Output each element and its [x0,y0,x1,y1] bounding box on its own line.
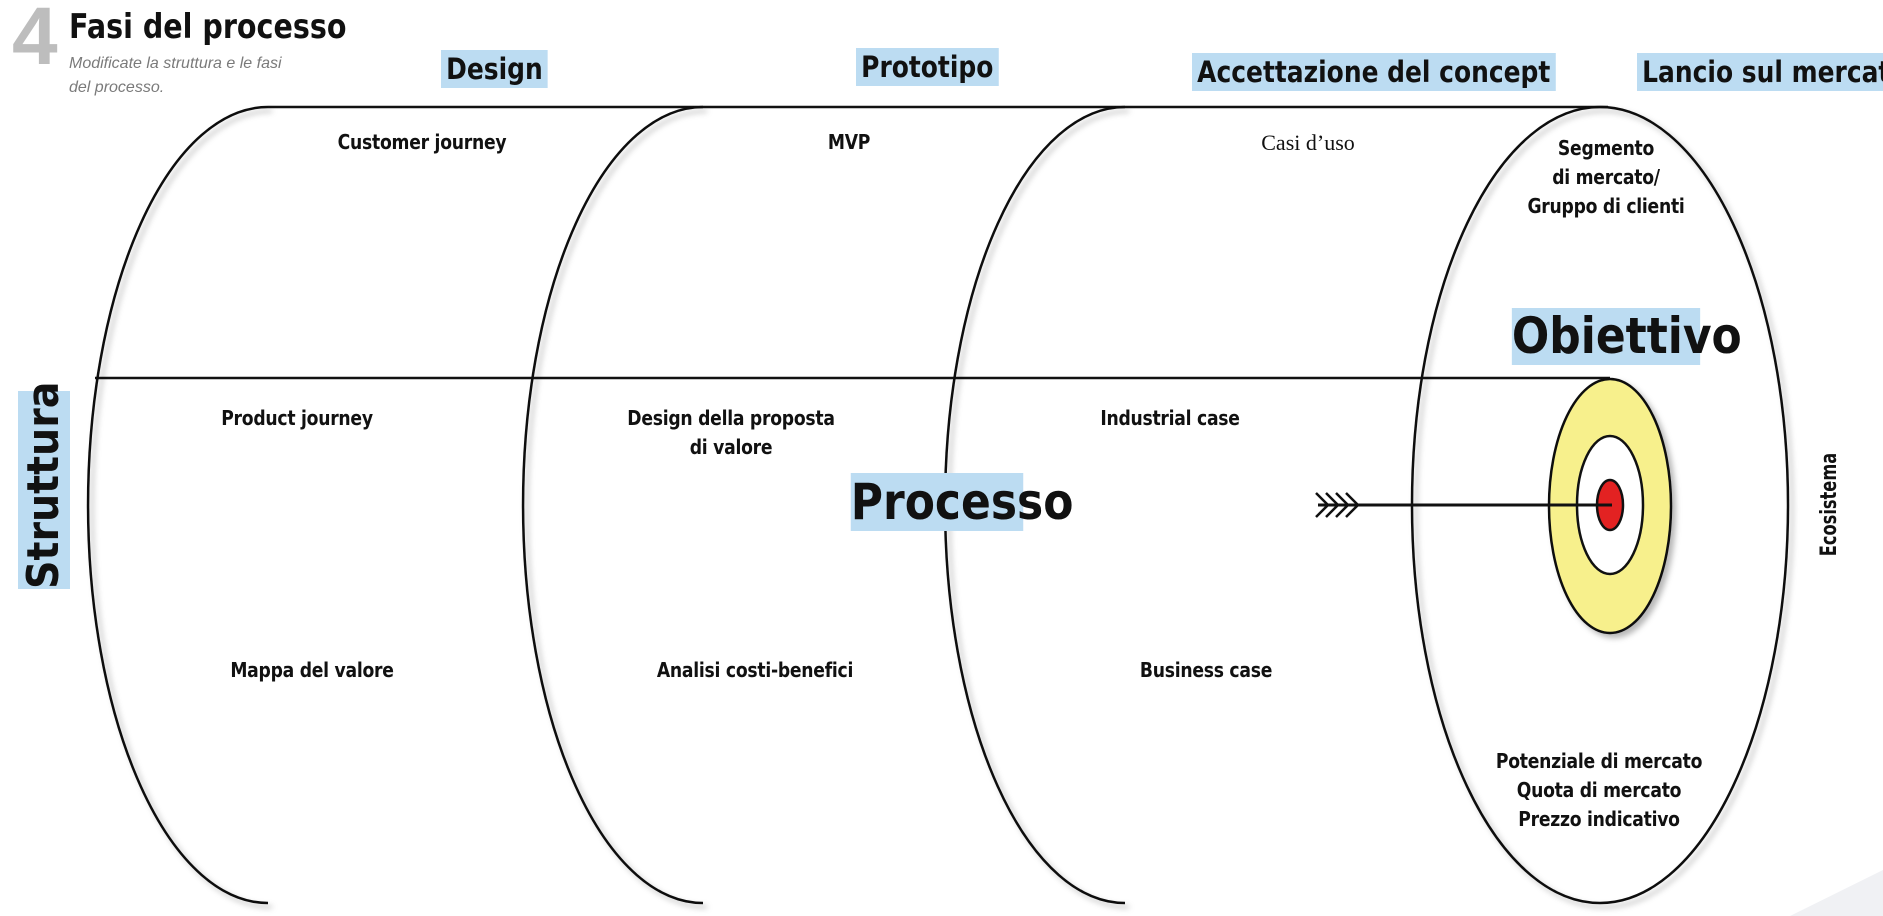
step-number: 4 [12,0,58,82]
cell-casi-uso: Casi d’uso [1261,130,1355,155]
page-subtitle-line-1: Modificate la struttura e le fasi [69,55,282,72]
axis-label-obiettivo: Obiettivo [1511,307,1742,365]
phase-label-prototipo: Prototipo [856,48,999,86]
page-title: Fasi del processo [69,7,347,47]
cell-segmento-mercato: Segmento di mercato/ Gruppo di clienti [1527,136,1685,218]
cell-product-journey: Product journey [221,406,373,430]
cell-mvp: MVP [827,130,871,154]
cell-design-proposta-valore: Design della proposta di valore [627,406,835,459]
cell-mappa-del-valore: Mappa del valore [230,658,394,682]
phase-label-design: Design [441,50,548,88]
axis-label-processo: Processo [850,473,1074,531]
cell-industrial-case: Industrial case [1100,406,1240,430]
axis-label-ecosistema: Ecosistema [1817,452,1842,557]
cell-potenziale-mercato: Potenziale di mercato Quota di mercato P… [1495,749,1703,831]
axis-label-struttura: Struttura [18,381,70,589]
cell-business-case: Business case [1139,658,1273,682]
phase-label-lancio: Lancio sul mercato [1637,53,1883,91]
phase-arc-design [86,105,269,905]
phase-label-concept: Accettazione del concept [1192,53,1556,91]
cell-analisi-costi-benefici: Analisi costi-benefici [656,658,854,682]
arrow-fletching [1315,492,1360,518]
page-subtitle-line-2: del processo. [69,79,165,96]
phase-arc-prototipo [521,105,704,905]
page-corner-decoration [1790,870,1883,916]
cell-customer-journey: Customer journey [337,130,507,154]
